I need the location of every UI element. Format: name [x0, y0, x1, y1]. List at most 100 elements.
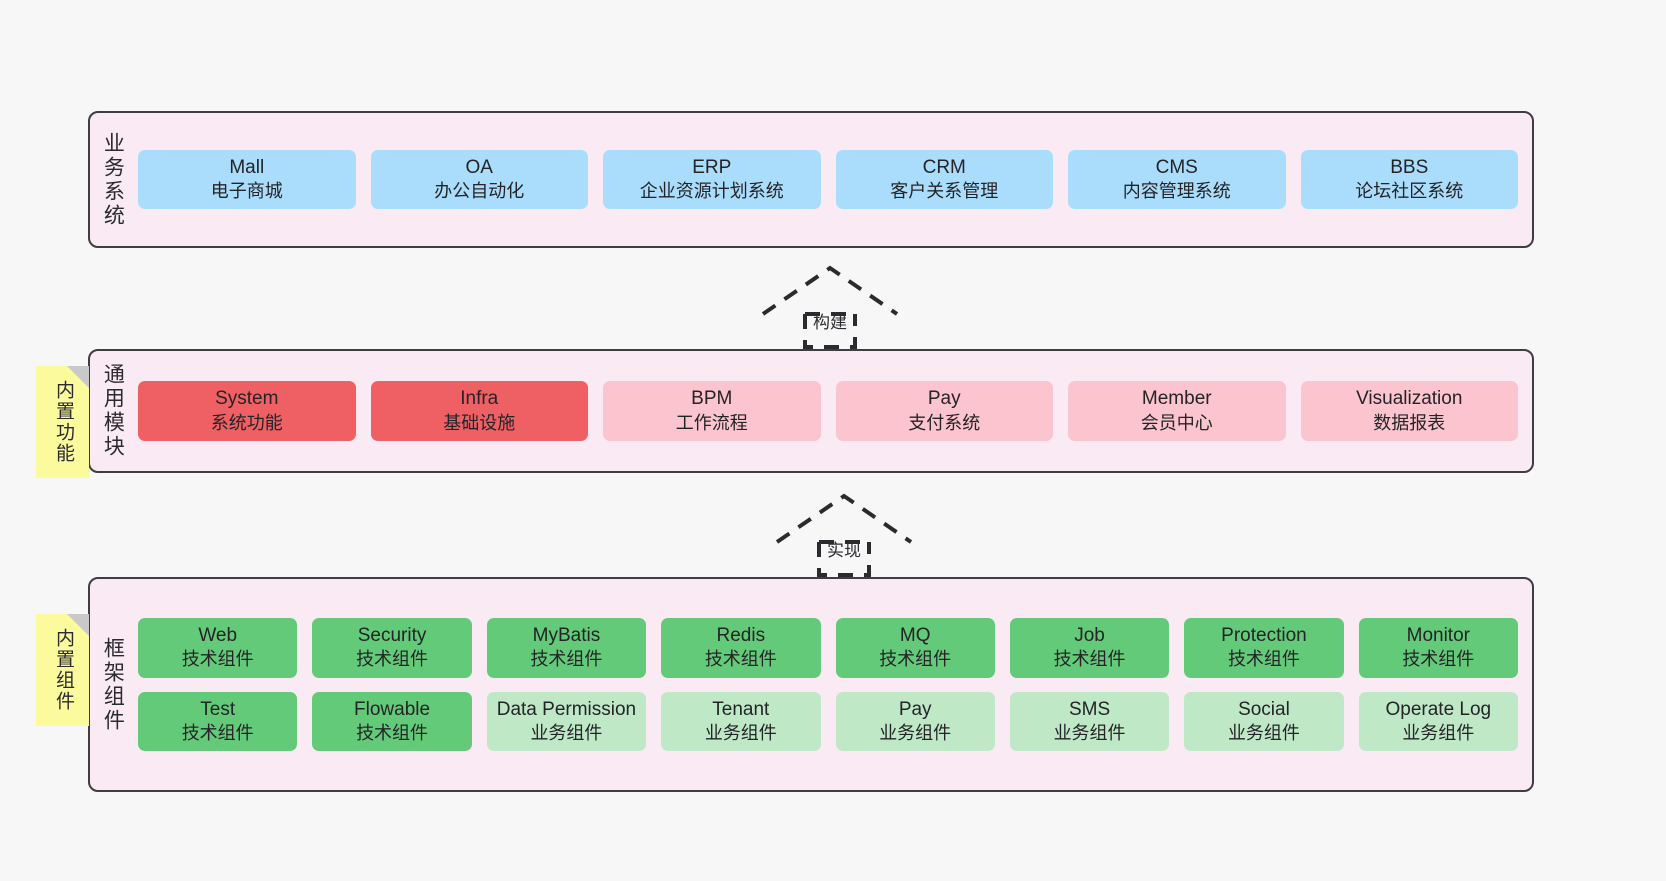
card-subtitle: 数据报表	[1373, 412, 1446, 433]
card-subtitle: 基础设施	[443, 412, 516, 433]
card-monitor[interactable]: Monitor 技术组件	[1358, 618, 1518, 678]
card-redis[interactable]: Redis 技术组件	[661, 618, 821, 678]
card-subtitle: 企业资源计划系统	[639, 181, 784, 202]
card-subtitle: 技术组件	[181, 649, 254, 670]
layer-body-business: Mall 电子商城 OA 办公自动化 ERP 企业资源计划系统 CRM 客户关系…	[134, 113, 1532, 246]
note-label: 内置功能	[52, 380, 74, 464]
card-title: MQ	[899, 625, 931, 647]
card-title: Mall	[229, 156, 265, 178]
card-title: CMS	[1155, 156, 1198, 178]
card-subtitle: 技术组件	[1402, 649, 1475, 670]
card-title: SMS	[1068, 698, 1111, 720]
connector-implement: 实现	[769, 490, 919, 578]
card-title: OA	[465, 156, 493, 178]
card-subtitle: 技术组件	[879, 649, 952, 670]
layer-title-business: 业务系统	[101, 131, 125, 228]
card-subtitle: 业务组件	[1402, 722, 1475, 743]
card-crm[interactable]: CRM 客户关系管理	[835, 149, 1053, 210]
card-protection[interactable]: Protection 技术组件	[1184, 618, 1344, 678]
card-title: Web	[198, 625, 238, 647]
card-row: Web 技术组件 Security 技术组件 MyBatis 技术组件 Redi…	[138, 618, 1518, 678]
card-job[interactable]: Job 技术组件	[1009, 618, 1170, 678]
card-subtitle: 业务组件	[1227, 722, 1300, 743]
layer-title-framework: 框架组件	[101, 636, 125, 733]
card-security[interactable]: Security 技术组件	[312, 618, 472, 678]
card-pay-component[interactable]: Pay 业务组件	[835, 691, 995, 751]
card-title: Operate Log	[1385, 698, 1492, 720]
card-subtitle: 论坛社区系统	[1355, 181, 1464, 202]
card-subtitle: 技术组件	[356, 722, 429, 743]
card-title: Protection	[1221, 625, 1307, 647]
card-title: Social	[1238, 698, 1290, 720]
card-sms[interactable]: SMS 业务组件	[1009, 691, 1170, 751]
card-title: Member	[1141, 388, 1212, 410]
card-title: Security	[357, 625, 427, 647]
card-tenant[interactable]: Tenant 业务组件	[661, 691, 821, 751]
card-subtitle: 业务组件	[1053, 722, 1126, 743]
card-subtitle: 系统功能	[210, 412, 283, 433]
card-title: Data Permission	[496, 698, 637, 720]
card-title: BPM	[691, 388, 733, 410]
card-mybatis[interactable]: MyBatis 技术组件	[486, 618, 647, 678]
card-title: Test	[200, 698, 236, 720]
card-infra[interactable]: Infra 基础设施	[370, 381, 588, 441]
card-test[interactable]: Test 技术组件	[138, 691, 298, 751]
layer-body-common: System 系统功能 Infra 基础设施 BPM 工作流程 Pay 支付系统…	[134, 351, 1532, 471]
layer-common-module: 通用模块 System 系统功能 Infra 基础设施 BPM 工作流程 Pay…	[88, 349, 1534, 473]
card-member[interactable]: Member 会员中心	[1068, 381, 1286, 441]
card-data-permission[interactable]: Data Permission 业务组件	[486, 691, 647, 751]
card-mq[interactable]: MQ 技术组件	[835, 618, 995, 678]
card-title: System	[215, 388, 279, 410]
note-builtin-component: 内置组件	[36, 614, 89, 726]
folded-corner-icon	[67, 366, 89, 388]
card-title: Pay	[898, 698, 932, 720]
layer-title-common: 通用模块	[101, 363, 125, 459]
card-title: Monitor	[1406, 625, 1470, 647]
card-cms[interactable]: CMS 内容管理系统	[1068, 149, 1286, 210]
card-subtitle: 技术组件	[181, 722, 254, 743]
card-pay-module[interactable]: Pay 支付系统	[835, 381, 1053, 441]
connector-label-build: 构建	[813, 313, 847, 332]
card-title: Job	[1074, 625, 1105, 647]
card-title: ERP	[692, 156, 732, 178]
card-bbs[interactable]: BBS 论坛社区系统	[1300, 149, 1518, 210]
card-subtitle: 技术组件	[1227, 649, 1300, 670]
card-erp[interactable]: ERP 企业资源计划系统	[603, 149, 821, 210]
card-subtitle: 技术组件	[1053, 649, 1126, 670]
generalization-arrow-icon	[761, 265, 899, 349]
card-subtitle: 工作流程	[675, 412, 748, 433]
generalization-arrow-icon	[775, 493, 913, 577]
card-mall[interactable]: Mall 电子商城	[138, 149, 356, 210]
card-title: Infra	[460, 388, 499, 410]
card-web[interactable]: Web 技术组件	[138, 618, 298, 678]
card-title: Visualization	[1356, 388, 1463, 410]
card-oa[interactable]: OA 办公自动化	[370, 149, 588, 210]
card-subtitle: 业务组件	[704, 722, 777, 743]
card-subtitle: 会员中心	[1140, 412, 1213, 433]
card-title: CRM	[922, 156, 966, 178]
card-flowable[interactable]: Flowable 技术组件	[312, 691, 472, 751]
card-title: Pay	[927, 388, 961, 410]
note-builtin-function: 内置功能	[36, 366, 89, 478]
connector-label-implement: 实现	[827, 541, 861, 560]
card-title: Redis	[716, 625, 766, 647]
connector-build: 构建	[755, 262, 905, 350]
card-social[interactable]: Social 业务组件	[1184, 691, 1344, 751]
card-visualization[interactable]: Visualization 数据报表	[1300, 381, 1518, 441]
card-bpm[interactable]: BPM 工作流程	[603, 381, 821, 441]
card-subtitle: 电子商城	[210, 181, 283, 202]
card-subtitle: 技术组件	[530, 649, 603, 670]
card-operate-log[interactable]: Operate Log 业务组件	[1358, 691, 1518, 751]
layer-body-framework: Web 技术组件 Security 技术组件 MyBatis 技术组件 Redi…	[134, 579, 1532, 790]
card-subtitle: 技术组件	[356, 649, 429, 670]
card-subtitle: 支付系统	[908, 412, 981, 433]
card-subtitle: 业务组件	[879, 722, 952, 743]
card-row: Mall 电子商城 OA 办公自动化 ERP 企业资源计划系统 CRM 客户关系…	[138, 149, 1518, 210]
card-system[interactable]: System 系统功能	[138, 381, 356, 441]
card-title: MyBatis	[532, 625, 601, 647]
folded-corner-icon	[67, 614, 89, 636]
note-label: 内置组件	[52, 628, 74, 712]
card-subtitle: 技术组件	[704, 649, 777, 670]
card-row: Test 技术组件 Flowable 技术组件 Data Permission …	[138, 691, 1518, 751]
